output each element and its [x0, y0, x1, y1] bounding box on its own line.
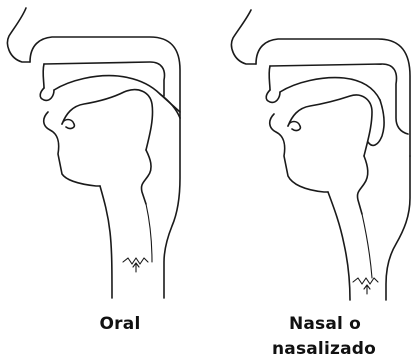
nasal-caption-line-1: Nasal o — [270, 314, 380, 334]
nasal-vocal-tract-diagram — [232, 10, 410, 300]
nasal-tongue-tip — [288, 122, 300, 131]
oral-caption: Oral — [90, 314, 150, 334]
nasal-epiglottis — [357, 156, 367, 214]
oral-oral-cavity-roof — [54, 76, 180, 112]
nasal-caption-line-2: nasalizado — [264, 339, 384, 359]
nasal-hard-palate-lower — [269, 66, 270, 90]
oral-pharynx-back-wall — [164, 118, 180, 298]
oral-nasal-cavity-roof — [30, 37, 180, 118]
nasal-larynx-front-wall — [328, 192, 350, 300]
nasal-trachea-inner — [362, 214, 372, 278]
oral-hard-palate-lower — [43, 64, 44, 88]
nasal-upper-lip — [266, 90, 280, 102]
oral-vocal-tract-diagram — [8, 8, 180, 298]
oral-epiglottis — [141, 150, 151, 204]
nasal-lower-lip-chin — [270, 114, 328, 192]
oral-tongue — [62, 90, 153, 150]
oral-lower-lip-chin — [44, 112, 100, 186]
nasal-oral-cavity-roof — [280, 78, 380, 100]
oral-tongue-tip — [62, 120, 74, 129]
nasal-face-profile — [232, 10, 256, 64]
oral-hard-palate-upper — [44, 62, 164, 96]
oral-face-profile — [8, 8, 30, 62]
oral-trachea-inner — [146, 204, 152, 262]
nasal-pharynx-back-wall — [386, 156, 410, 300]
nasal-vocal-folds — [353, 278, 378, 284]
oral-larynx-front-wall — [100, 186, 112, 298]
oral-airflow-arrow — [133, 263, 139, 272]
oral-upper-lip — [40, 88, 54, 100]
nasal-airflow-arrow — [364, 285, 370, 294]
